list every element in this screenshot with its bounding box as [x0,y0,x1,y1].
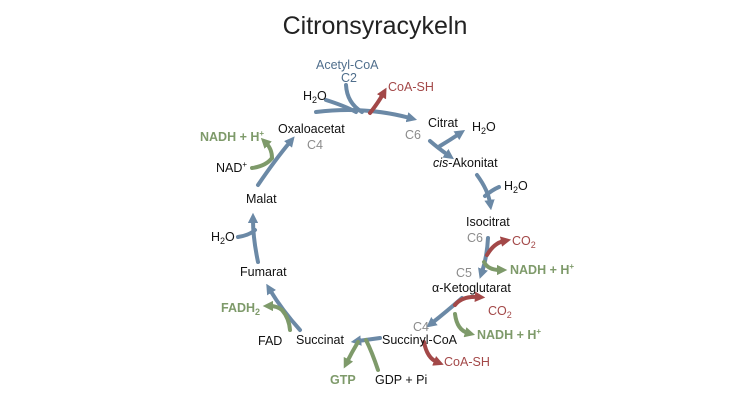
label-coa-sh-top: CoA-SH [388,80,434,94]
label-co2-1: CO2 [512,234,536,250]
label-h2o-in: H2O [504,179,528,195]
arrow-co2-out-2 [453,291,486,307]
arrow-citrat-to-akonitat [428,139,454,160]
arrow-malat-to-oxaloacetat [256,136,295,187]
arrow-h2o-left-in [236,228,257,239]
label-succinat: Succinat [296,333,344,347]
label-ketoglutarat: α-Ketoglutarat [432,281,511,295]
label-c5: C5 [456,266,472,280]
arrow-coa-sh-bottom-out [422,340,444,366]
arrow-h2o-top-in [324,98,358,114]
label-c6-isocitrat: C6 [467,231,483,245]
label-cis-akonitat: cis-Akonitat [433,156,498,170]
label-nadh-3: NADH + H+ [200,129,264,144]
label-h2o-left: H2O [211,230,235,246]
arrow-akonitat-to-isocitrat [475,173,495,211]
arrow-h2o-in [483,185,501,198]
label-h2o-out: H2O [472,120,496,136]
label-c4-succinyl: C4 [413,320,429,334]
label-fad: FAD [258,334,282,348]
arrow-nadh-out-2 [453,312,476,338]
label-malat: Malat [246,192,277,206]
arrow-fadh2-out [262,300,284,312]
label-c6-citrat: C6 [405,128,421,142]
arrow-oxaloacetat-to-citrat [314,108,418,123]
label-coa-sh-bottom: CoA-SH [444,355,490,369]
arrow-succinat-to-fumarat [266,283,302,332]
arrow-gdp-in [364,338,380,372]
label-co2-2: CO2 [488,304,512,320]
arrow-nadh-out-3 [260,137,274,160]
arrow-succinyl-to-succinat [350,335,382,346]
label-oxaloacetat: Oxaloacetat [278,122,345,136]
label-nadh-2: NADH + H+ [477,327,541,342]
label-citrat: Citrat [428,116,458,130]
label-gtp: GTP [330,373,356,387]
arrow-fad-in [280,308,292,332]
label-h2o-top: H2O [303,89,327,105]
arrow-h2o-out [438,129,466,148]
arrow-fumarat-to-malat [247,212,260,264]
label-gdp-pi: GDP + Pi [375,373,427,387]
arrow-gtp-out [343,340,360,369]
label-fadh2: FADH2 [221,301,260,317]
arrow-coa-sh-top-out [368,87,387,115]
label-acetyl-coa: Acetyl-CoA [316,58,379,72]
arrow-co2-out-1 [485,236,512,257]
label-nad: NAD+ [216,160,247,175]
diagram-title: Citronsyracykeln [283,12,468,40]
label-fumarat: Fumarat [240,265,287,279]
label-c2: C2 [341,71,357,85]
label-succinyl-coa: Succinyl-CoA [382,333,458,347]
label-isocitrat: Isocitrat [466,215,510,229]
label-nadh-1: NADH + H+ [510,262,574,277]
label-c4-oxaloacetat: C4 [307,138,323,152]
arrow-nadh-out-1 [482,260,508,276]
arrow-acetyl-coa-in [344,83,364,114]
